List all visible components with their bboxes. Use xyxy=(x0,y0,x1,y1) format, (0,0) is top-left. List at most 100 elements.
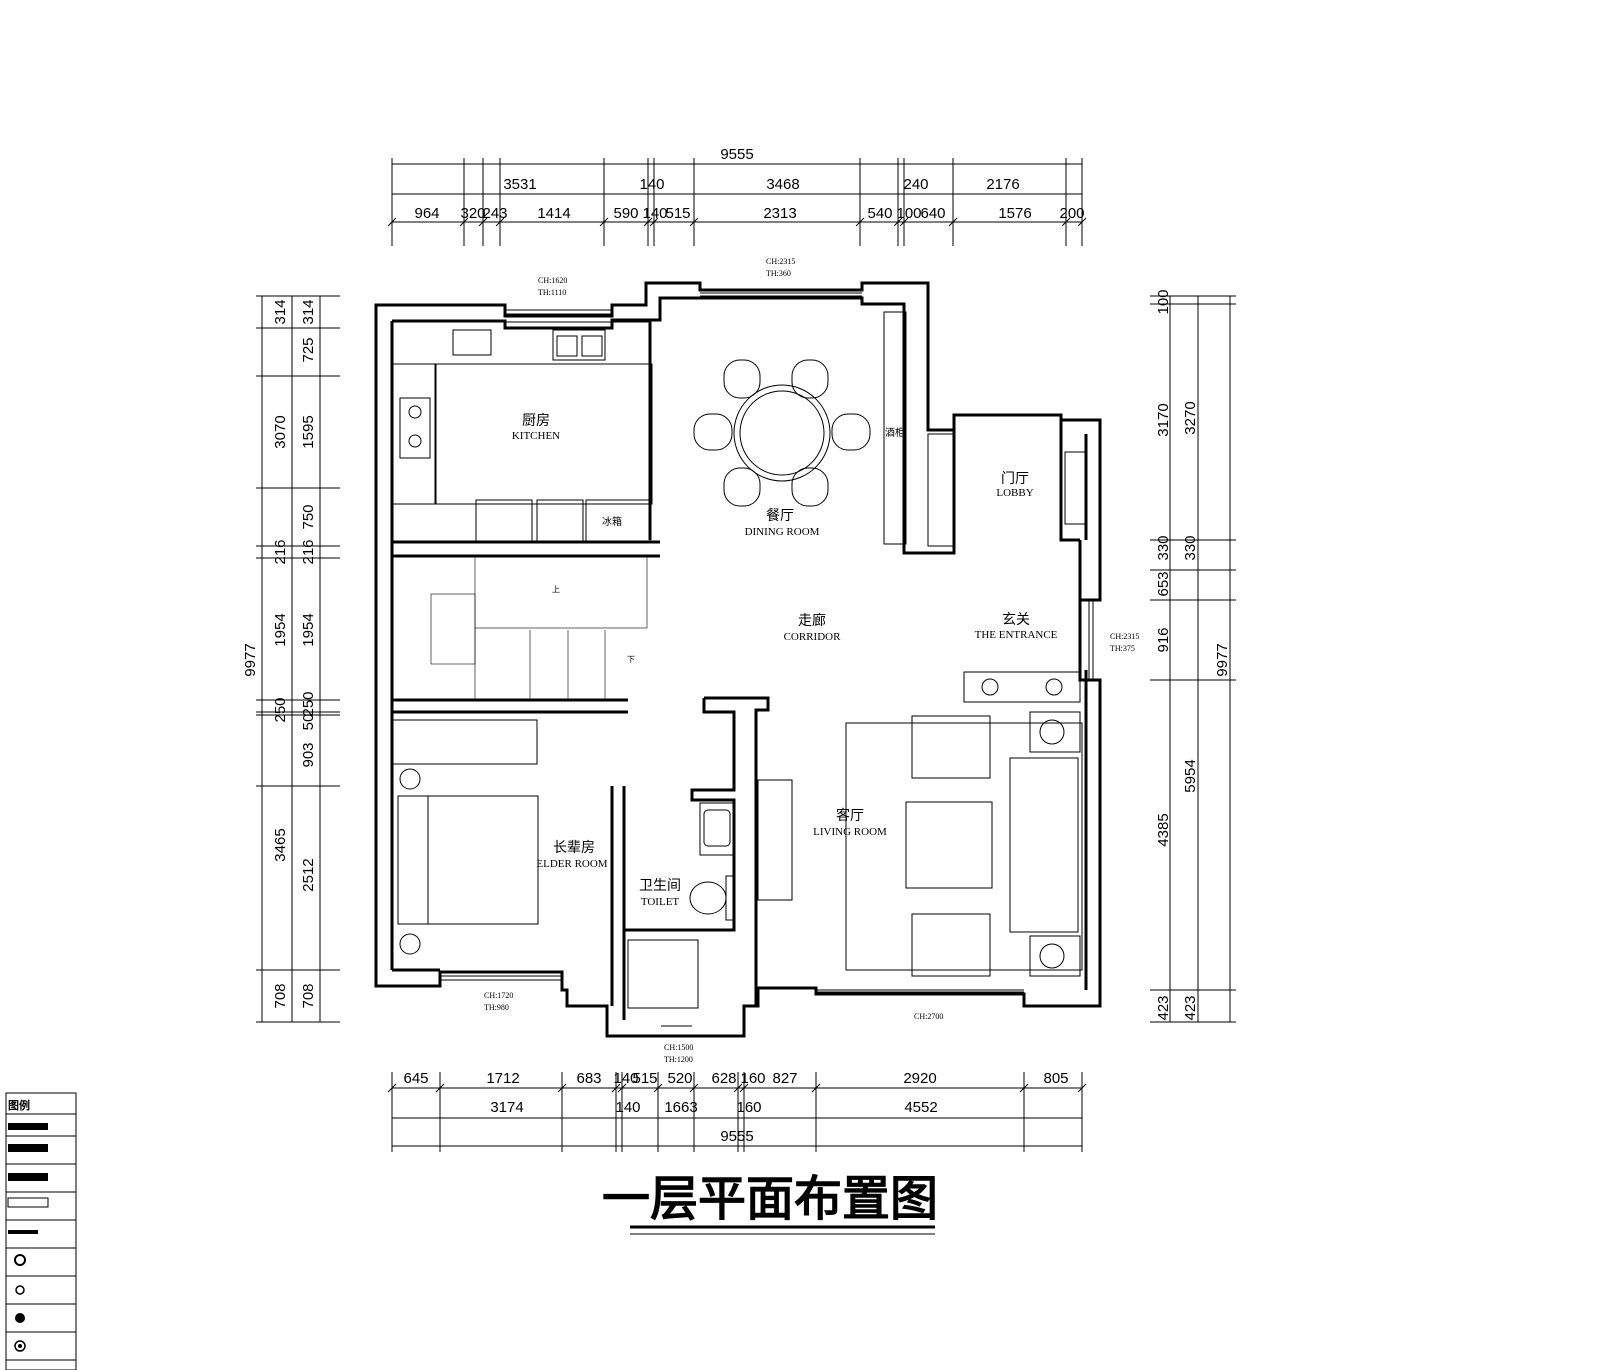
dimension-tick xyxy=(478,217,488,227)
dim-right-mid-0: 3270 xyxy=(1182,401,1199,434)
dim-top-detail-8: 540 xyxy=(867,205,892,222)
dim-top-detail-10: 640 xyxy=(920,205,945,222)
dimension-tick xyxy=(1077,217,1087,227)
dim-right-detail-0: 100 xyxy=(1155,289,1172,314)
stair: 上 下 xyxy=(430,555,648,700)
dim-right-detail-3: 653 xyxy=(1155,571,1172,596)
dimension-tick xyxy=(495,217,505,227)
lobby-label-en: LOBBY xyxy=(996,487,1033,499)
stair-down-label: 下 xyxy=(627,655,635,664)
elder-room-furniture xyxy=(392,719,539,955)
dim-top-detail-6: 515 xyxy=(665,205,690,222)
room-labels: 厨房 KITCHEN 餐厅 DINING ROOM 门厅 LOBBY 走廊 CO… xyxy=(512,413,1058,908)
entrance-window-ch: CH:2315 xyxy=(1110,632,1139,641)
dim-bottom-mid-4: 4552 xyxy=(904,1099,937,1116)
dim-left-detail-5: 1954 xyxy=(300,613,317,646)
dim-left-detail-1: 725 xyxy=(300,337,317,362)
dim-left-detail-6: 250 xyxy=(300,691,317,716)
dim-bottom-detail-10: 805 xyxy=(1043,1070,1068,1087)
dimension-tick xyxy=(617,1083,627,1093)
living-label-cn: 客厅 xyxy=(836,807,864,824)
dim-top-detail-9: 100 xyxy=(896,205,921,222)
dim-right-detail-5: 4385 xyxy=(1155,813,1172,846)
dining-chair xyxy=(791,467,829,507)
dining-label-en: DINING ROOM xyxy=(745,526,820,538)
dim-bottom-detail-4: 515 xyxy=(632,1070,657,1087)
dim-left-mid-5: 3465 xyxy=(272,828,289,861)
dining-label-cn: 餐厅 xyxy=(766,508,794,524)
dim-right-mid-3: 423 xyxy=(1182,995,1199,1020)
legend-circle-icon xyxy=(14,1340,26,1352)
dim-right-detail-1: 3170 xyxy=(1155,403,1172,436)
fridge-label: 冰箱 xyxy=(602,515,622,528)
dim-left-mid-0: 314 xyxy=(272,299,289,324)
legend-swatch xyxy=(7,1197,49,1208)
elder-window-ch: CH:1720 xyxy=(484,991,513,1000)
dimension-tick xyxy=(739,1083,749,1093)
dim-right-total: 9977 xyxy=(1214,643,1231,676)
dim-top-total: 9555 xyxy=(720,146,753,163)
dim-top-mid-3: 240 xyxy=(903,176,928,193)
legend-dot-icon xyxy=(15,1313,25,1323)
elder-window-th: TH:980 xyxy=(484,1003,509,1012)
kitchen-label-cn: 厨房 xyxy=(522,413,550,429)
entrance-label-cn: 玄关 xyxy=(1002,611,1030,628)
legend-circle-icon xyxy=(15,1285,25,1295)
dim-top-detail-7: 2313 xyxy=(763,205,796,222)
dimension-tick xyxy=(1077,1083,1087,1093)
dimension-tick xyxy=(435,1083,445,1093)
legend-circle-icon xyxy=(14,1254,26,1266)
living-furniture xyxy=(757,671,1083,977)
dim-bottom-detail-1: 1712 xyxy=(486,1070,519,1087)
kitchen-label-en: KITCHEN xyxy=(512,430,560,442)
kitchen-furniture: 冰箱 xyxy=(392,321,653,543)
dim-top-detail-1: 320 xyxy=(460,205,485,222)
dim-top-detail-5: 140 xyxy=(642,205,667,222)
dim-top-detail-3: 1414 xyxy=(537,205,570,222)
dim-left-detail-10: 708 xyxy=(300,983,317,1008)
legend: 图例 xyxy=(5,1092,77,1370)
lobby-furniture xyxy=(927,433,1086,547)
dim-top-detail-11: 1576 xyxy=(998,205,1031,222)
dimension-tick xyxy=(459,217,469,227)
dim-top-detail-2: 243 xyxy=(482,205,507,222)
windows xyxy=(440,292,1094,1027)
dimension-tick xyxy=(811,1083,821,1093)
dining-window-th: TH:360 xyxy=(766,269,791,278)
stair-up-label: 上 xyxy=(552,585,560,594)
dimension-tick xyxy=(948,217,958,227)
dimension-top: 9555 3531 140 3468 240 2176 964 320 243 … xyxy=(387,146,1087,246)
dim-top-detail-0: 964 xyxy=(414,205,439,222)
dining-chair xyxy=(791,359,829,399)
dim-right-mid-1: 330 xyxy=(1182,535,1199,560)
dim-bottom-detail-0: 645 xyxy=(403,1070,428,1087)
dimension-tick xyxy=(689,1083,699,1093)
dimension-right: 100 3170 330 653 916 4385 423 3270 330 5… xyxy=(1150,289,1236,1023)
toilet-window-ch: CH:1500 xyxy=(664,1043,693,1052)
dim-top-mid-0: 3531 xyxy=(503,176,536,193)
entrance-label-en: THE ENTRANCE xyxy=(975,629,1058,641)
corridor-label-en: CORRIDOR xyxy=(784,631,842,643)
entrance-window-th: TH:375 xyxy=(1110,644,1135,653)
dimension-tick xyxy=(649,217,659,227)
dim-bottom-mid-0: 3174 xyxy=(490,1099,523,1116)
dim-bottom-detail-8: 827 xyxy=(772,1070,797,1087)
legend-swatch xyxy=(8,1173,48,1181)
dining-chair xyxy=(831,413,871,451)
dimension-tick xyxy=(557,1083,567,1093)
dim-right-detail-6: 423 xyxy=(1155,995,1172,1020)
drawing-title: 一层平面布置图 xyxy=(602,1171,938,1235)
dim-bottom-detail-7: 160 xyxy=(740,1070,765,1087)
dim-left-detail-7: 50 xyxy=(300,714,317,731)
dim-right-detail-4: 916 xyxy=(1155,627,1172,652)
dim-top-detail-4: 590 xyxy=(613,205,638,222)
toilet-window-th: TH:1200 xyxy=(664,1055,693,1064)
dimension-tick xyxy=(387,1083,397,1093)
dim-bottom-detail-5: 520 xyxy=(667,1070,692,1087)
dimension-bottom: 645 1712 683 140 515 520 628 160 827 292… xyxy=(387,1070,1087,1152)
elder-label-cn: 长辈房 xyxy=(553,840,595,856)
dim-bottom-detail-6: 628 xyxy=(711,1070,736,1087)
dimension-tick xyxy=(643,217,653,227)
corridor-label-cn: 走廊 xyxy=(798,612,826,629)
dim-bottom-detail-3: 140 xyxy=(613,1070,638,1087)
